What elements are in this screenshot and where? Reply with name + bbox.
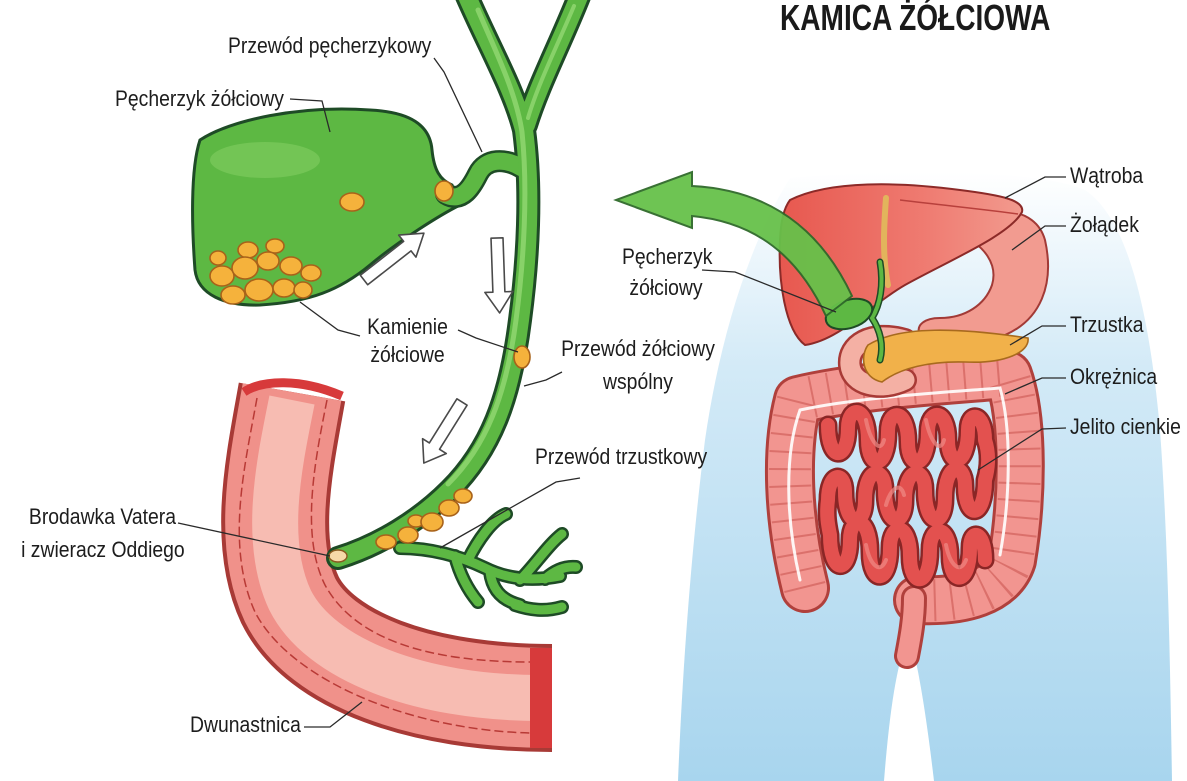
label-overview-gallbladder-line1: Pęcherzyk (622, 241, 710, 272)
gallstone (439, 500, 459, 516)
label-colon: Okrężnica (1070, 365, 1157, 389)
cystic-duct (444, 161, 522, 197)
gallstone (294, 282, 312, 298)
label-duodenum: Dwunastnica (190, 713, 301, 737)
label-gallstones: Kamienie żółciowe (357, 313, 458, 369)
gallstone (266, 239, 284, 253)
label-gallbladder: Pęcherzyk żółciowy (115, 87, 284, 111)
label-ampulla-line1: Brodawka Vatera (21, 500, 176, 533)
leader-line-common-bile-duct (524, 372, 562, 386)
gallstone (435, 181, 453, 201)
rectum (907, 598, 914, 656)
gallstone (210, 251, 226, 265)
label-overview-gallbladder: Pęcherzyk żółciowy (622, 241, 710, 303)
leader-line-cystic-duct (434, 58, 482, 152)
small-intestine-loops (827, 412, 988, 579)
small-intestine (827, 412, 988, 579)
label-pancreas: Trzustka (1070, 313, 1144, 337)
gallstone (398, 527, 418, 543)
label-gallstones-line1: Kamienie (357, 313, 458, 341)
label-common-bile-duct-line2: wspólny (559, 365, 717, 398)
gallstone (257, 252, 279, 270)
duodenum (239, 383, 552, 733)
page-title: KAMICA ŻÓŁCIOWA (780, 0, 1050, 36)
gallstone (280, 257, 302, 275)
label-cystic-duct: Przewód pęcherzykowy (228, 34, 431, 58)
label-ampulla-line2: i zwieracz Oddiego (21, 533, 176, 566)
ampulla-of-vater (329, 550, 347, 562)
label-stomach: Żołądek (1070, 213, 1139, 237)
label-common-bile-duct: Przewód żółciowy wspólny (559, 332, 717, 398)
label-ampulla: Brodawka Vatera i zwieracz Oddiego (21, 500, 176, 566)
gallstone (238, 242, 258, 258)
label-common-bile-duct-line1: Przewód żółciowy (559, 332, 717, 365)
gallstone (514, 346, 530, 368)
gallstone (340, 193, 364, 211)
bile-flow-arrow (483, 238, 514, 314)
hepatic-duct-right-highlight (528, 6, 574, 118)
gallstone (210, 266, 234, 286)
gallbladder-highlight (210, 142, 320, 178)
leader-line-gallstones-bladder (300, 302, 360, 336)
gallstone (221, 286, 245, 304)
gallstone (421, 513, 443, 531)
label-overview-gallbladder-line2: żółciowy (622, 272, 710, 303)
label-pancreatic-duct: Przewód trzustkowy (535, 445, 707, 469)
duct-fills (338, 0, 580, 610)
gallstone (273, 279, 295, 297)
gallstone (301, 265, 321, 281)
gallstone (454, 489, 472, 503)
label-gallstones-line2: żółciowe (357, 341, 458, 369)
gallstone (376, 535, 396, 549)
hepatic-duct-right (526, 0, 580, 125)
label-small-intestine: Jelito cienkie (1070, 415, 1181, 439)
gallstone (232, 257, 258, 279)
label-liver: Wątroba (1070, 164, 1143, 188)
gallstone (245, 279, 273, 301)
